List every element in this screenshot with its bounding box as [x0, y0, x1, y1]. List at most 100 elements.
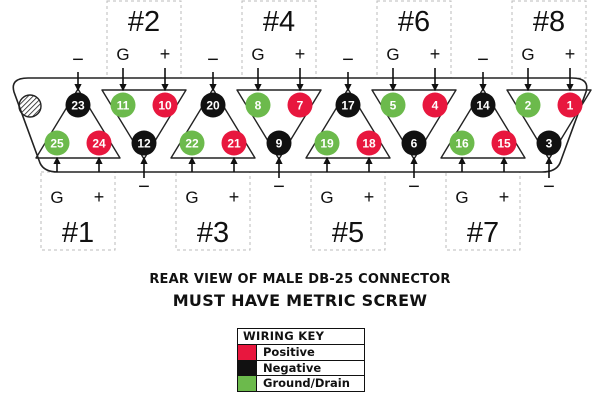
ground-label: G	[185, 188, 198, 207]
pin-14: 14	[470, 92, 496, 118]
ground-pin-dot	[179, 130, 205, 156]
pin-3: 3	[536, 130, 562, 156]
ground-label: G	[320, 188, 333, 207]
pin-group-triangles	[35, 88, 592, 160]
pin-number: 6	[411, 137, 418, 151]
pin-22: 22	[179, 130, 205, 156]
pin-number: 3	[546, 137, 553, 151]
negative-swatch	[238, 360, 257, 375]
caption-line1: REAR VIEW OF MALE DB-25 CONNECTOR	[149, 272, 451, 287]
wiring-key-label: Ground/Drain	[263, 376, 350, 390]
pin-21: 21	[221, 130, 247, 156]
pin-number: 21	[227, 137, 241, 151]
ground-pin-dot	[449, 130, 475, 156]
pin-23: 23	[65, 92, 91, 118]
negative-label: −	[72, 49, 84, 71]
negative-pin-dot	[266, 130, 292, 156]
pin-number: 11	[117, 99, 130, 113]
pin-1: 1	[557, 92, 583, 118]
pin-number: 5	[390, 99, 397, 113]
ground-pin-dot	[380, 92, 406, 118]
positive-pin-dot	[356, 130, 382, 156]
pin-18: 18	[356, 130, 382, 156]
channel-label: #5	[332, 217, 364, 249]
pin-2: 2	[515, 92, 541, 118]
positive-label: +	[364, 187, 375, 207]
wiring-key-title: WIRING KEY	[238, 329, 364, 345]
pin-16: 16	[449, 130, 475, 156]
pin-11: 11	[110, 92, 136, 118]
wiring-key: WIRING KEY Positive Negative Ground/Drai…	[237, 328, 365, 392]
channel-label: #6	[398, 6, 430, 38]
pin-number: 1	[567, 99, 574, 113]
screw-hole	[18, 94, 42, 118]
pin-number: 17	[341, 99, 355, 113]
pin-number: 20	[206, 99, 220, 113]
caption-line2: MUST HAVE METRIC SCREW	[172, 291, 428, 310]
pin-group-outline	[236, 89, 322, 160]
pin-number: 18	[362, 137, 376, 151]
pin-5: 5	[380, 92, 406, 118]
ground-label: G	[116, 45, 129, 64]
pin-group-outline	[440, 88, 526, 159]
pin-number: 19	[320, 137, 334, 151]
negative-label: −	[408, 176, 420, 198]
pin-12: 12	[131, 130, 157, 156]
negative-pin-dot	[536, 130, 562, 156]
pin-number: 10	[158, 99, 172, 113]
negative-label: −	[342, 49, 354, 71]
negative-label: −	[273, 176, 285, 198]
channel-label: #1	[62, 217, 94, 249]
ground-label: G	[50, 188, 63, 207]
ground-label: G	[455, 188, 468, 207]
positive-label: +	[160, 44, 171, 64]
wiring-key-row-positive: Positive	[238, 345, 364, 361]
pin-24: 24	[86, 130, 112, 156]
pin-7: 7	[287, 92, 313, 118]
channel-labels: G+−#1G+−#2G+−#3G+−#4G+−#5G+−#6G+−#7G+−#8	[50, 6, 575, 249]
positive-pin-dot	[287, 92, 313, 118]
ground-pin-dot	[44, 130, 70, 156]
pin-number: 12	[137, 137, 151, 151]
ground-pin-dot	[515, 92, 541, 118]
pin-4: 4	[422, 92, 448, 118]
pin-20: 20	[200, 92, 226, 118]
negative-label: −	[207, 49, 219, 71]
pin-group-outline	[506, 89, 592, 160]
negative-pin-dot	[401, 130, 427, 156]
pin-15: 15	[491, 130, 517, 156]
positive-label: +	[295, 44, 306, 64]
pin-arrows	[53, 68, 574, 178]
pin-9: 9	[266, 130, 292, 156]
pin-group-outline	[371, 89, 457, 160]
pin-group-outline	[35, 88, 121, 159]
pin-19: 19	[314, 130, 340, 156]
pin-number: 7	[297, 99, 304, 113]
negative-label: −	[477, 49, 489, 71]
negative-pin-dot	[65, 92, 91, 118]
positive-label: +	[94, 187, 105, 207]
positive-label: +	[499, 187, 510, 207]
negative-pin-dot	[470, 92, 496, 118]
positive-label: +	[229, 187, 240, 207]
ground-label: G	[386, 45, 399, 64]
channel-label: #8	[533, 6, 565, 38]
ground-pin-dot	[314, 130, 340, 156]
positive-pin-dot	[221, 130, 247, 156]
wiring-key-label: Negative	[263, 360, 322, 375]
pin-number: 14	[476, 99, 490, 113]
positive-pin-dot	[152, 92, 178, 118]
positive-label: +	[565, 44, 576, 64]
pin-number: 24	[92, 137, 106, 151]
positive-pin-dot	[86, 130, 112, 156]
positive-pin-dot	[557, 92, 583, 118]
pin-6: 6	[401, 130, 427, 156]
pin-number: 2	[525, 99, 532, 113]
positive-swatch	[238, 345, 257, 360]
pin-17: 17	[335, 92, 361, 118]
pin-8: 8	[245, 92, 271, 118]
ground-pin-dot	[245, 92, 271, 118]
positive-pin-dot	[491, 130, 517, 156]
